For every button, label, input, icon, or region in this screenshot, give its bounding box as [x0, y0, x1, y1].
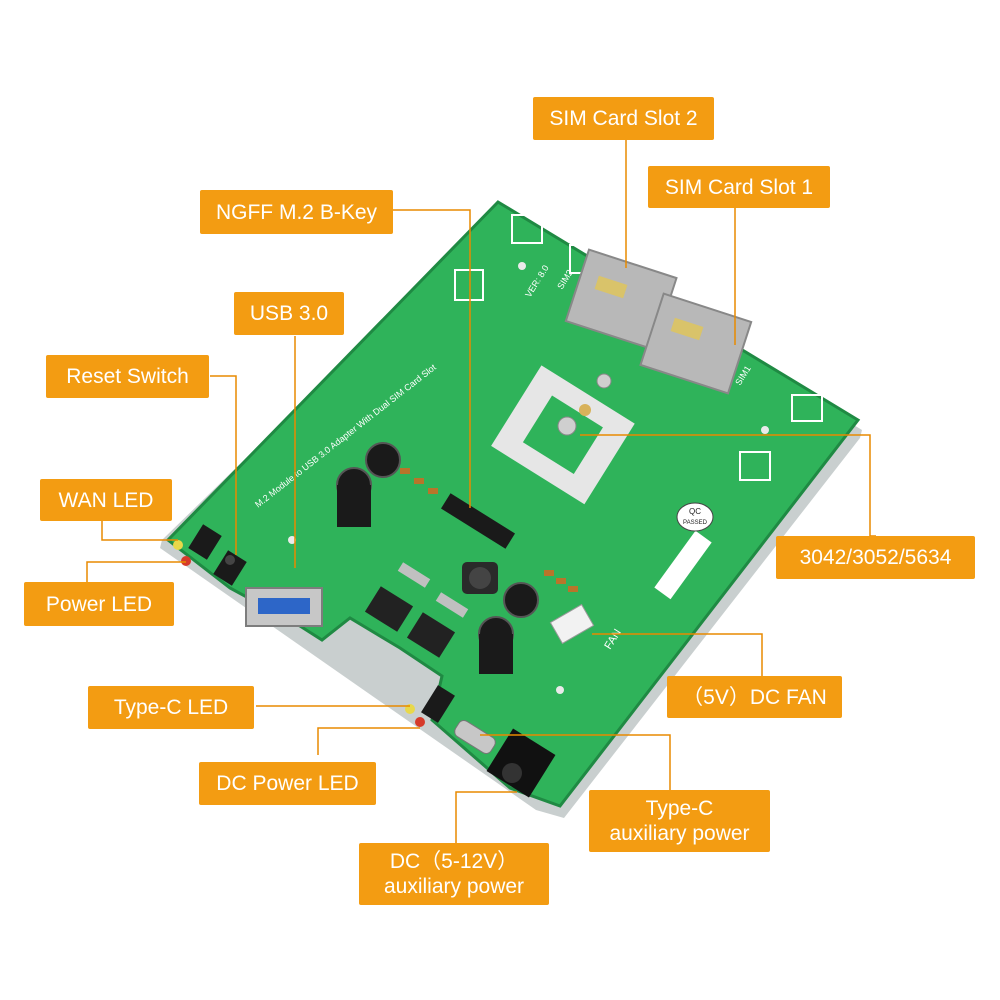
mounting-hole — [518, 262, 526, 270]
button-block — [421, 685, 455, 723]
usb3-label: USB 3.0 — [234, 292, 344, 335]
capacitor-body — [479, 634, 513, 674]
mounting-hole — [288, 536, 296, 544]
dc-jack-hole — [502, 763, 522, 783]
switch — [188, 524, 222, 560]
inductor-core — [469, 567, 491, 589]
regulator-tab — [435, 592, 469, 618]
regulator — [364, 586, 414, 632]
sim-contacts — [594, 275, 628, 299]
dc-aux-power-line2: auxiliary power — [383, 875, 525, 898]
qc-badge-line1: QC — [689, 507, 701, 516]
standoff — [557, 416, 577, 436]
dc-power-led — [415, 717, 425, 727]
sim-slot-1 — [639, 292, 753, 395]
dc-aux-power-label: DC（5-12V） auxiliary power — [359, 843, 549, 905]
reset-switch — [213, 550, 247, 586]
antenna-pad — [739, 451, 771, 481]
dc-jack — [486, 728, 556, 798]
regulator — [406, 612, 456, 658]
reset-switch-button — [225, 555, 235, 565]
capacitor — [365, 442, 401, 478]
mounting-hole — [761, 426, 769, 434]
antenna-pad — [454, 269, 484, 301]
dc-aux-power-line1: DC（5-12V） — [389, 850, 519, 873]
blank-sticker — [654, 530, 712, 600]
antenna-pad — [511, 214, 543, 244]
typec-led-label: Type-C LED — [88, 686, 254, 729]
typec-aux-power-line2: auxiliary power — [609, 822, 750, 845]
fan-connector — [549, 603, 595, 645]
mounting-hole — [556, 686, 564, 694]
dc-fan-label: （5V）DC FAN — [667, 676, 842, 718]
sim-card-slot-1-label: SIM Card Slot 1 — [648, 166, 830, 208]
power-led — [181, 556, 191, 566]
typec-aux-power-line1: Type-C — [645, 797, 714, 820]
standoff — [579, 404, 591, 416]
capacitor — [503, 582, 539, 618]
reset-switch-label: Reset Switch — [46, 355, 209, 398]
typec-port — [454, 720, 496, 754]
typec-aux-power-label: Type-C auxiliary power — [589, 790, 770, 852]
sim-contacts — [670, 317, 704, 341]
regulator-tab — [397, 562, 431, 588]
power-led-label: Power LED — [24, 582, 174, 626]
capacitor-body — [337, 485, 371, 527]
dc-power-led-label: DC Power LED — [199, 762, 376, 805]
sim-card-slot-2-label: SIM Card Slot 2 — [533, 97, 714, 140]
qc-badge-line2: PASSED — [683, 520, 708, 526]
standoff — [596, 373, 612, 389]
qc-badge — [676, 502, 714, 532]
leader-lines — [86, 140, 876, 846]
antenna-pad — [791, 394, 823, 422]
smd-resistors — [400, 468, 578, 592]
usb3-port-tongue — [258, 598, 310, 614]
ngff-m2-bkey-label: NGFF M.2 B-Key — [200, 190, 393, 234]
m2-connector — [441, 493, 515, 549]
module-models-label: 3042/3052/5634 — [776, 536, 975, 579]
wan-led-label: WAN LED — [40, 479, 172, 521]
wan-led — [173, 540, 183, 550]
